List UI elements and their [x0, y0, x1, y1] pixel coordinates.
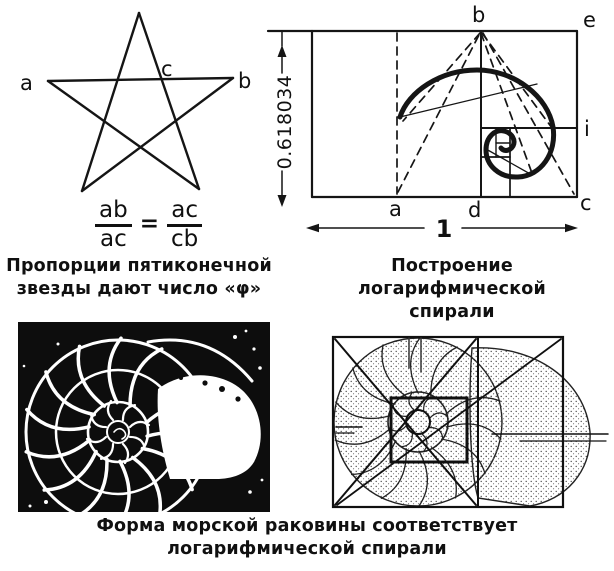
pentagram-figure: a b c: [20, 11, 251, 193]
shell-photo-figure: [18, 322, 270, 512]
pentagram-vertex-label-c: c: [161, 57, 173, 81]
nautilus-center-ring: [106, 420, 130, 444]
logarithmic-spiral-curve: [397, 67, 557, 180]
point-label-d: d: [468, 198, 481, 222]
caption-line: Пропорции пятиконечной: [6, 256, 272, 276]
fraction-numerator: ac: [167, 198, 202, 227]
golden-ratio-formula: ab ac = ac cb: [95, 198, 202, 252]
point-label-c: c: [580, 191, 592, 215]
point-label-e: e: [583, 8, 596, 32]
fraction-ac-cb: ac cb: [167, 198, 202, 252]
spiral-caption: Построение логарифмической спирали: [296, 255, 608, 324]
fraction-numerator: ab: [95, 198, 132, 227]
golden-overlay-lines: [331, 335, 609, 509]
pentagram-vertex-label-b: b: [238, 69, 251, 93]
pentagram-caption: Пропорции пятиконечной звезды дают число…: [0, 255, 278, 301]
point-label-a: a: [389, 197, 402, 221]
nautilus-septa: [24, 336, 212, 512]
nautilus-inner-septa: [85, 399, 151, 465]
nautilus-inner-whorl: [86, 400, 150, 464]
fraction-denominator: ac: [99, 225, 127, 252]
golden-rectangle: [266, 29, 579, 199]
nautilus-body-wall-arc: [146, 338, 254, 383]
photo-black-speckles: [179, 376, 241, 402]
inner-golden-square: [389, 396, 469, 464]
fraction-denominator: cb: [170, 225, 199, 252]
rectangle-subdivisions: [480, 30, 578, 198]
caption-line: логарифмической спирали: [167, 539, 447, 559]
nautilus-center-spiral: [113, 427, 127, 440]
shell-diagram-figure: [331, 335, 609, 509]
shell-caption: Форма морской раковины соответствует лог…: [0, 515, 614, 561]
fraction-ab-ac: ab ac: [95, 198, 132, 252]
photo-white-speckles: [22, 329, 264, 508]
dimension-arrow-right-icon: [565, 223, 578, 233]
spiral-chord-lines: [399, 83, 538, 176]
point-label-b: b: [472, 3, 485, 27]
dimension-arrow-down-icon: [277, 195, 287, 207]
caption-line: Форма морской раковины соответствует: [96, 516, 518, 536]
point-label-i: i: [584, 117, 590, 141]
spiral-construction-figure: 0.618034 1 b e i c a d: [266, 3, 596, 243]
height-dimension: 0.618034: [274, 30, 296, 207]
pentagram-star: [46, 11, 235, 193]
dimension-arrow-up-icon: [277, 45, 287, 57]
height-dimension-value: 0.618034: [274, 75, 296, 170]
caption-line: спирали: [409, 302, 495, 322]
width-dimension-value: 1: [436, 215, 453, 243]
pentagram-vertex-label-a: a: [20, 71, 33, 95]
dimension-arrow-left-icon: [306, 223, 319, 233]
width-dimension: 1: [306, 215, 578, 243]
stippled-shell-drawing: [333, 336, 591, 508]
caption-line: Построение логарифмической: [358, 256, 546, 299]
nautilus-body-chamber: [157, 375, 261, 479]
shell-body-chamber-outline: [469, 347, 591, 507]
caption-line: звезды дают число «φ»: [16, 279, 262, 299]
equals-sign: =: [139, 210, 159, 237]
